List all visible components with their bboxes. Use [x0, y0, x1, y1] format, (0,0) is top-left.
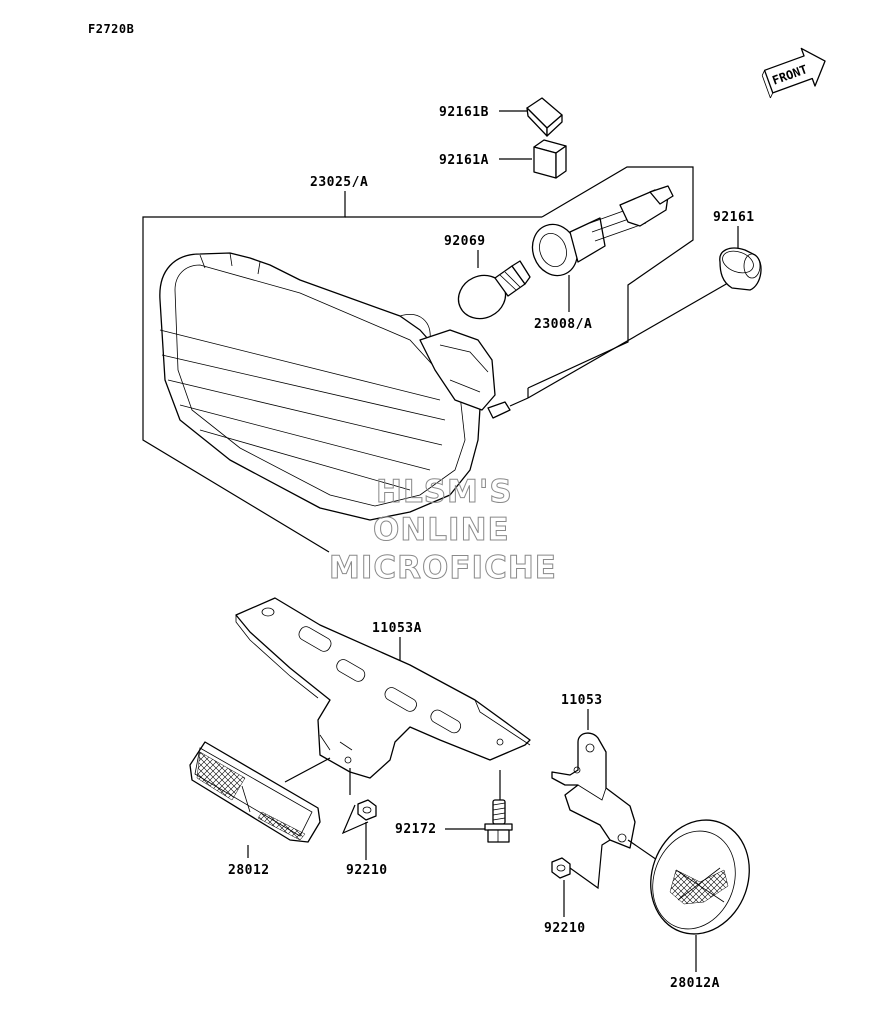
part-label-28012: 28012: [228, 863, 270, 878]
tail-lamp-assembly: [159, 252, 529, 521]
cap-92161A-icon: [533, 139, 567, 179]
part-label-92210-right: 92210: [544, 921, 586, 936]
bolt-92172-icon: [484, 799, 513, 843]
diagram-id: F2720B: [88, 22, 134, 36]
front-arrow-icon: FRONT: [761, 47, 826, 99]
part-label-23025A: 23025/A: [310, 175, 368, 190]
watermark-line-3: MICROFICHE: [329, 550, 557, 586]
part-label-92161A: 92161A: [439, 153, 489, 168]
part-label-92210-left: 92210: [346, 863, 388, 878]
socket-23008A-icon: [531, 185, 674, 277]
bulb-92069-icon: [457, 260, 531, 320]
part-label-28012A: 28012A: [670, 976, 720, 991]
nut-92210-right-icon: [551, 857, 571, 879]
part-label-23008A: 23008/A: [534, 317, 592, 332]
part-label-92069: 92069: [444, 234, 486, 249]
reflector-28012-icon: [189, 741, 321, 843]
grommet-92161-icon: [719, 247, 762, 291]
reflector-28012A-icon: [650, 819, 750, 935]
part-label-92161: 92161: [713, 210, 755, 225]
part-label-11053: 11053: [561, 693, 603, 708]
watermark-line-2: ONLINE: [373, 512, 510, 548]
bracket-11053-icon: [551, 732, 636, 849]
part-label-92172: 92172: [395, 822, 437, 837]
bracket-11053A-icon: [235, 597, 531, 779]
watermark-line-1: HLSM'S: [376, 474, 513, 510]
cap-92161B-icon: [526, 97, 563, 137]
part-label-11053A: 11053A: [372, 621, 422, 636]
nut-92210-icon: [357, 799, 377, 821]
part-label-92161B: 92161B: [439, 105, 489, 120]
